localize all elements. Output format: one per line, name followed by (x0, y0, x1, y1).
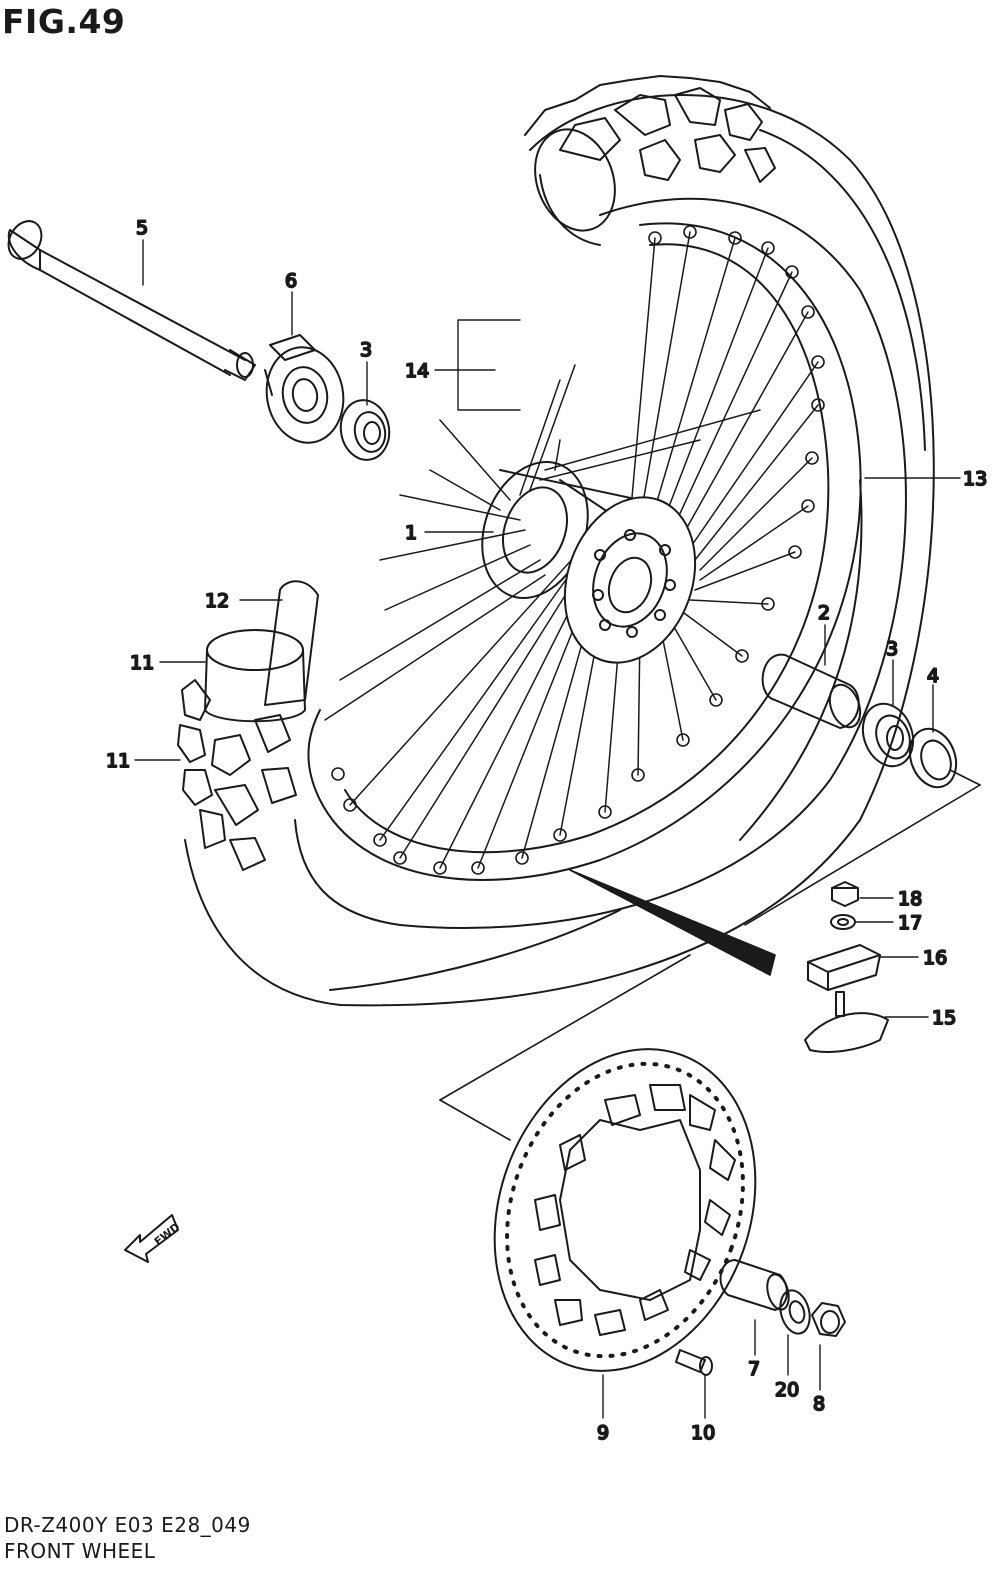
tire (177, 75, 935, 1007)
callout-6: 6 (285, 270, 297, 292)
brake-disc (493, 1048, 757, 1372)
callout-12: 11 (130, 652, 154, 674)
callout-16: 15 (932, 1007, 956, 1029)
fwd-label: FWD (152, 1220, 183, 1248)
guide-lines (439, 769, 981, 1141)
bearing-lower (861, 702, 915, 768)
callout-15: 14 (405, 360, 429, 382)
fwd-arrow-icon: FWD (124, 1214, 183, 1263)
callout-14: 13 (963, 468, 987, 490)
bearing-upper (339, 399, 391, 461)
collar (264, 334, 345, 444)
valve-stem (264, 580, 319, 706)
callout-4: 4 (927, 665, 939, 687)
washer (779, 1289, 811, 1335)
rim-lock (804, 881, 889, 1053)
callout-labels: 5 6 3 14 1 12 11 11 13 2 3 4 18 17 16 15… (105, 216, 988, 1445)
rim-band (204, 629, 306, 723)
callout-1: 1 (405, 522, 417, 544)
disc-side-spacer (719, 1259, 790, 1311)
callout-11: 11 (106, 750, 130, 772)
callout-20: 20 (775, 1379, 799, 1401)
callout-9: 9 (597, 1422, 609, 1444)
callout-2: 2 (818, 602, 830, 624)
spokes (324, 231, 819, 869)
callout-leaders (134, 239, 961, 1419)
diagram-name: FRONT WHEEL (4, 1539, 156, 1563)
spacer (761, 653, 862, 729)
callout-5: 5 (136, 217, 148, 239)
callout-3-upper: 3 (360, 339, 372, 361)
hub (481, 461, 697, 664)
callout-7: 7 (748, 1358, 760, 1380)
disc-bolt (675, 1349, 713, 1376)
callout-18: 17 (898, 912, 922, 934)
callout-17: 16 (923, 947, 947, 969)
callout-8: 8 (813, 1393, 825, 1415)
rim (307, 222, 862, 881)
figure-title: FIG.49 (2, 2, 126, 41)
callout-13: 12 (205, 590, 229, 612)
axle (7, 220, 256, 381)
callout-19: 18 (898, 888, 922, 910)
callout-10: 10 (691, 1422, 715, 1444)
model-code: DR-Z400Y E03 E28_049 (4, 1513, 251, 1537)
oil-seal (908, 727, 958, 789)
callout-3-lower: 3 (886, 638, 898, 660)
axle-nut (811, 1302, 846, 1337)
